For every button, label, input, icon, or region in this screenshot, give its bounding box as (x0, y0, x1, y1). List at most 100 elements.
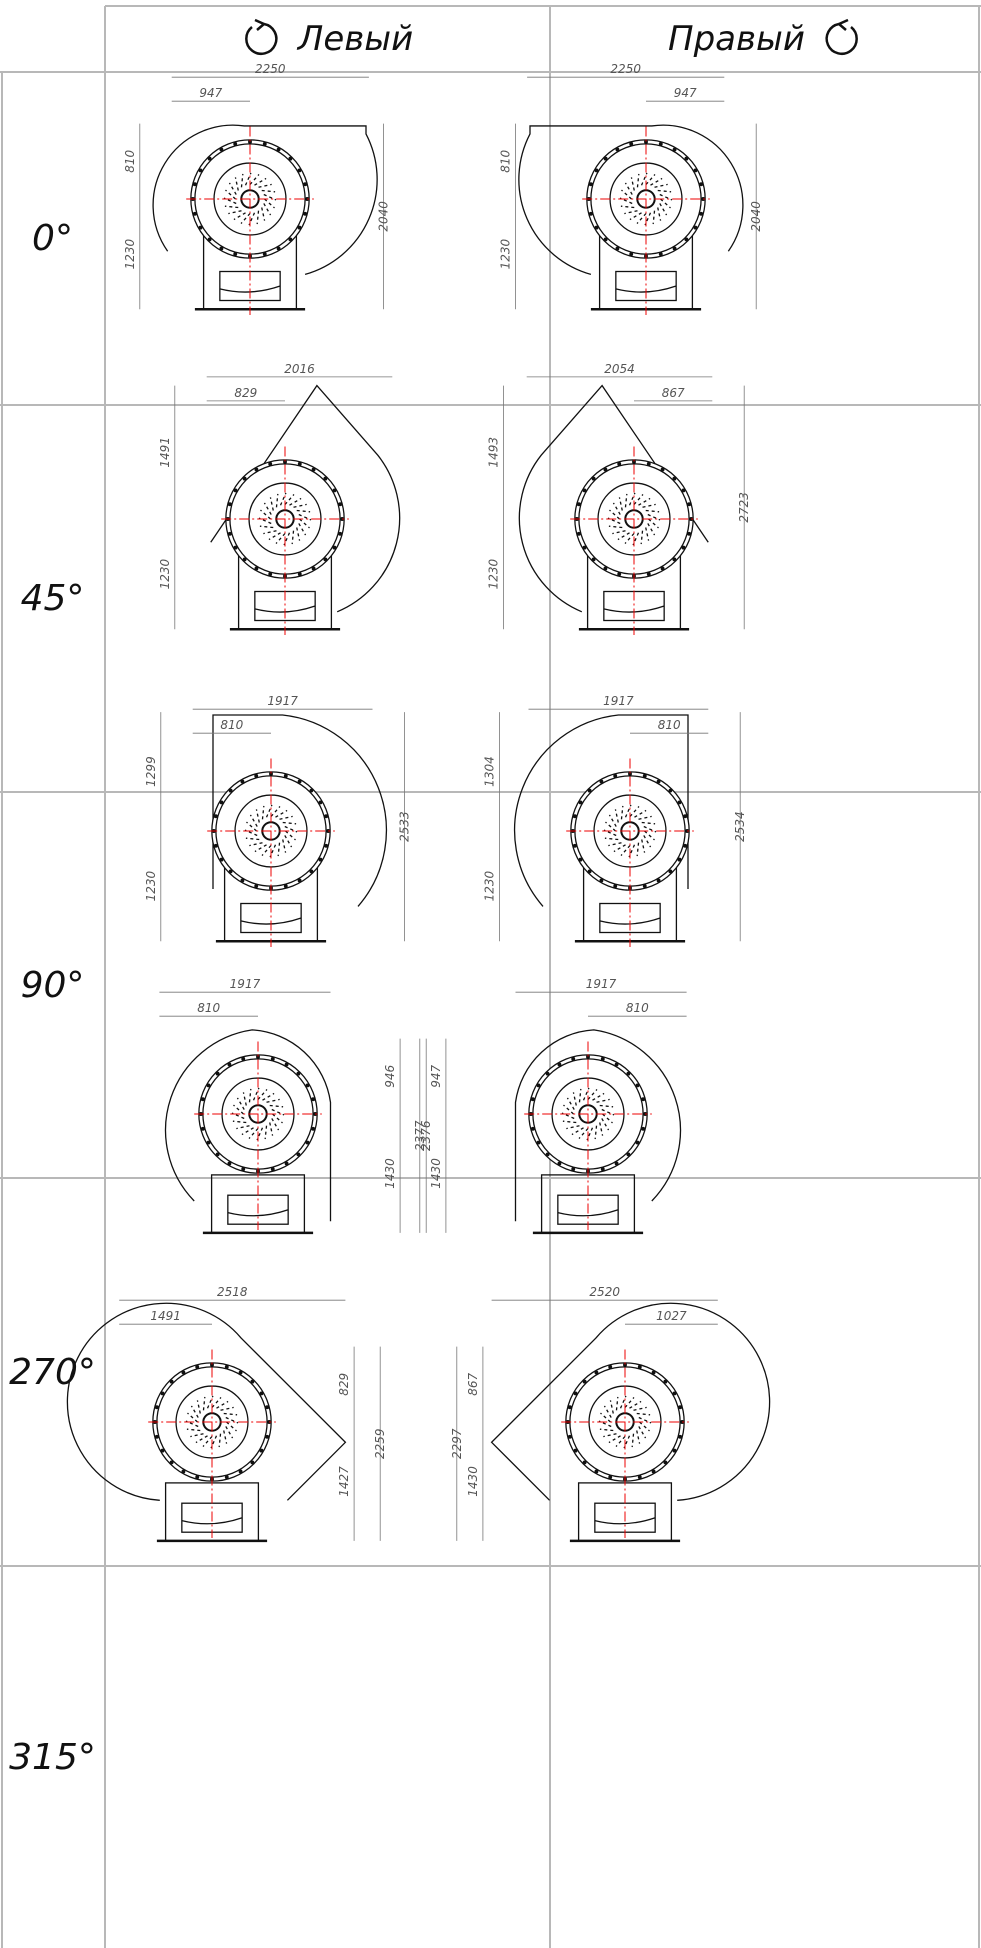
flange-bolt (536, 1083, 541, 1088)
flange-bolt (181, 1370, 186, 1375)
lower-height-value: 1427 (337, 1466, 351, 1497)
counterclockwise-arrow-icon (244, 18, 278, 55)
impeller-blade (225, 189, 236, 200)
impeller-blade (624, 804, 632, 818)
impeller-blade (269, 497, 274, 511)
overall-width-value: 1917 (586, 977, 617, 991)
flange-bolt (677, 800, 682, 805)
impeller-blade (620, 845, 631, 856)
overall-height-value: 2040 (749, 201, 763, 232)
flange-bolt (683, 843, 688, 848)
fan-body (152, 124, 378, 311)
flange-bolt (241, 1056, 246, 1061)
impeller-blade (601, 1118, 610, 1131)
dimension-lines (499, 708, 741, 942)
impeller-blade (620, 205, 635, 209)
fan-body (518, 124, 744, 311)
flange-bolt (641, 1126, 646, 1131)
flange-bolt (678, 1405, 683, 1410)
flange-bolt (305, 1083, 310, 1088)
impeller-blade (654, 183, 668, 188)
impeller-blade (566, 1125, 580, 1130)
impeller-blade (196, 1400, 201, 1414)
flange-bolt (283, 773, 288, 778)
flange-bolt (297, 878, 302, 883)
impeller-blade (241, 1127, 254, 1136)
flange-bolt (213, 814, 218, 819)
impeller-blade (562, 1120, 577, 1124)
impeller-blade (603, 1433, 617, 1438)
impeller-blade (647, 523, 656, 536)
impeller-blade (284, 825, 298, 833)
flange-bolt (228, 869, 233, 874)
centre-offset-value: 810 (626, 1001, 649, 1015)
flange-bolt (200, 1126, 205, 1131)
flange-bolt (635, 1140, 640, 1145)
flange-bolt (684, 156, 689, 161)
impeller-blade (282, 839, 287, 853)
flange-bolt (573, 1448, 578, 1453)
flange-bolt (338, 531, 343, 536)
overall-width-value: 1917 (267, 694, 298, 708)
impeller-blade (640, 530, 644, 545)
flange-bolt (594, 168, 599, 173)
impeller-blade (620, 805, 624, 820)
flange-bolt (571, 1056, 576, 1061)
flange-bolt (591, 476, 596, 481)
flange-bolt (613, 884, 618, 889)
centre-offset-value: 810 (658, 718, 681, 732)
centre-offset-value: 829 (234, 386, 257, 400)
impeller-blade (256, 210, 260, 225)
impeller-blade (624, 182, 633, 195)
flange-bolt (200, 1097, 205, 1102)
housing-outline (164, 1029, 332, 1222)
angle-label-45: 45° (20, 578, 85, 619)
flange-bolt (259, 1448, 264, 1453)
housing-outline (152, 124, 378, 276)
impeller-blade (248, 1088, 252, 1103)
impeller-blade (240, 173, 244, 188)
impeller-blade (224, 205, 239, 209)
overall-width-value: 2250 (610, 62, 641, 76)
flange-bolt (629, 252, 634, 257)
impeller-blade (261, 845, 272, 856)
upper-height-value: 867 (466, 1372, 480, 1395)
impeller-blade (228, 182, 237, 195)
flange-bolt (641, 1097, 646, 1102)
impeller-blade (296, 509, 311, 513)
impeller-blade (561, 1112, 575, 1120)
impeller-blade (275, 533, 286, 544)
overall-height-value: 2534 (733, 811, 747, 842)
impeller-blade (650, 177, 663, 186)
impeller-blade (271, 1108, 285, 1116)
flange-bolt (608, 1364, 613, 1369)
impeller-blade (645, 509, 660, 513)
flange-bolt (637, 1364, 642, 1369)
impeller-blade (223, 1430, 228, 1444)
housing-outline (490, 1302, 771, 1501)
flange-bolt (268, 572, 273, 577)
impeller-blade (624, 493, 628, 508)
flange-bolt (283, 884, 288, 889)
flange-bolt (262, 141, 267, 146)
centre-offset-value: 810 (220, 718, 243, 732)
flange-bolt (238, 1370, 243, 1375)
overall-width-value: 2520 (589, 1285, 620, 1299)
flange-bolt (672, 557, 677, 562)
flange-bolt (297, 225, 302, 230)
header-right: Правый (550, 6, 979, 72)
impeller-blade (599, 1122, 604, 1136)
impeller-blade (223, 197, 237, 205)
flange-bolt (309, 869, 314, 874)
upper-height-value: 1491 (158, 437, 172, 468)
flange-bolt (311, 1097, 316, 1102)
flange-bolt (594, 1469, 599, 1474)
flange-bolt (213, 843, 218, 848)
flange-bolt (582, 1379, 587, 1384)
flange-bolt (617, 461, 622, 466)
impeller-blade (624, 210, 638, 215)
flange-bolt (219, 857, 224, 862)
flange-bolt (311, 467, 316, 472)
